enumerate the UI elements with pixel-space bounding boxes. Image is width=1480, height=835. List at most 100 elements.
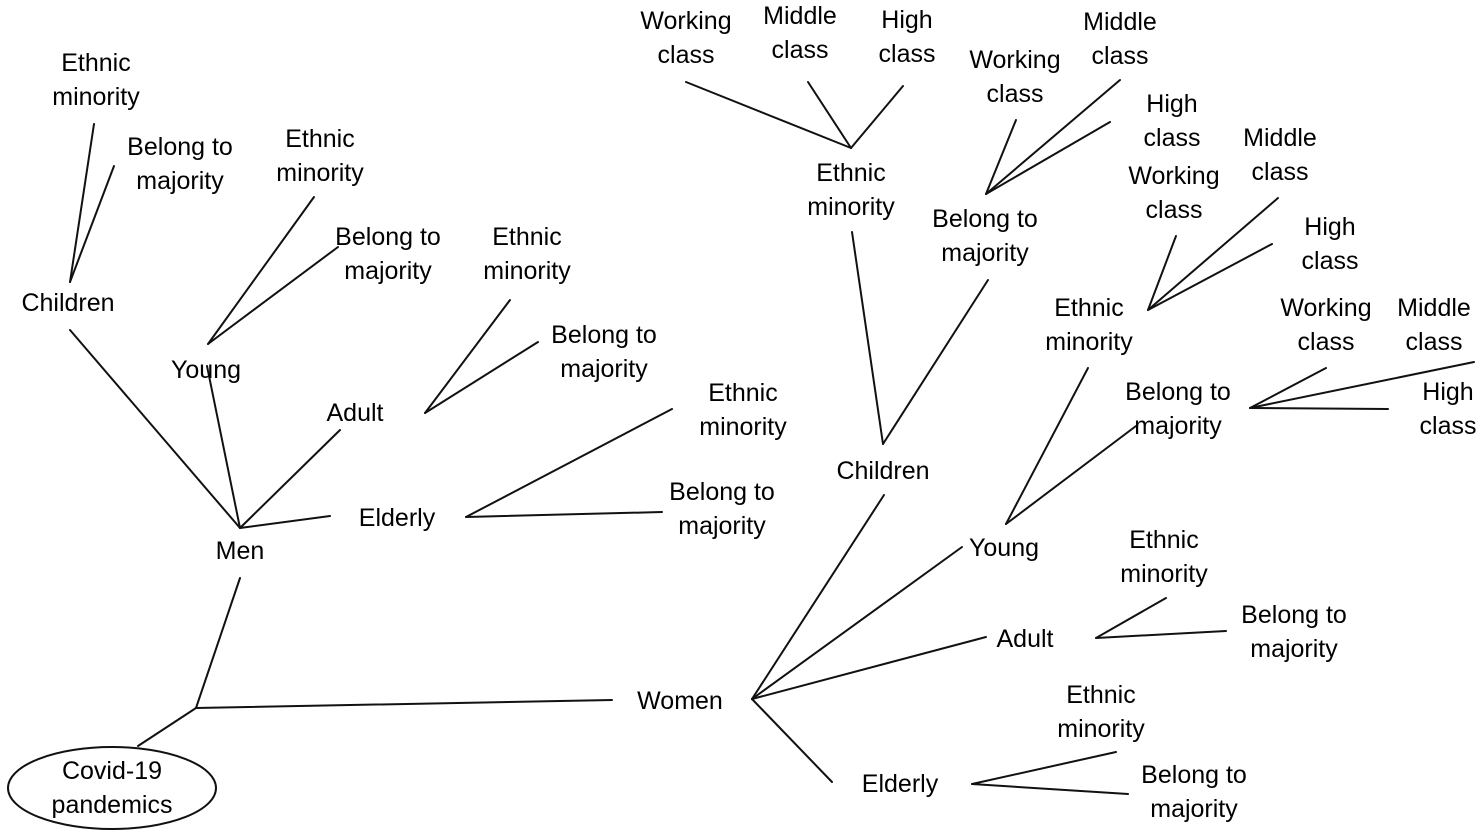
women-young-minority-high-node: High class: [1302, 210, 1359, 278]
men-adult-minority-line1: Ethnic: [492, 223, 562, 251]
women-elderly-majority-line1: Belong to: [1141, 761, 1247, 789]
wcm-middle-line2: class: [771, 36, 829, 64]
edge-men-children-majority: [69, 165, 115, 283]
edge-wym-working: [1147, 235, 1177, 311]
wym-middle-line2: class: [1251, 158, 1309, 186]
men-young-node: Young: [171, 356, 241, 384]
edge-women-adult: [751, 636, 987, 700]
men-adult-minority-node: Ethnic minority: [483, 220, 571, 288]
women-elderly-majority-line2: majority: [1150, 795, 1238, 823]
men-elderly-majority-line2: majority: [678, 512, 766, 540]
men-children-majority-line1: Belong to: [127, 133, 233, 161]
women-young-majority-working-node: Working class: [1280, 291, 1371, 359]
men-children-minority-line2: minority: [52, 83, 140, 111]
men-adult-majority-line1: Belong to: [551, 321, 657, 349]
edge-welderly-minority: [971, 751, 1117, 785]
edge-men-adult-minority: [424, 299, 511, 414]
wcj-high-line1: High: [1146, 90, 1198, 118]
edge-men-young-majority: [207, 246, 339, 345]
edge-men-adult-majority: [424, 341, 539, 414]
edge-wcj-high: [985, 121, 1111, 195]
men-elderly-majority-node: Belong to majority: [669, 475, 775, 543]
wym-high-line1: High: [1304, 213, 1356, 241]
wcj-high-line2: class: [1143, 124, 1201, 152]
wyj-working-line1: Working: [1280, 294, 1372, 322]
wcm-working-line1: Working: [640, 7, 732, 35]
men-young-minority-node: Ethnic minority: [276, 122, 364, 190]
men-children-minority-node: Ethnic minority: [52, 46, 140, 114]
women-adult-minority-line2: minority: [1120, 560, 1208, 588]
edge-wyj-working: [1249, 367, 1327, 409]
edge-wyoung-minority: [1005, 367, 1089, 525]
men-young-minority-line1: Ethnic: [285, 125, 355, 153]
edge-wchildren-minority: [851, 231, 884, 445]
women-children-minority-line1: Ethnic: [816, 159, 886, 187]
women-children-majority-working-node: Working class: [969, 43, 1060, 111]
men-young-majority-line1: Belong to: [335, 223, 441, 251]
wyj-high-line2: class: [1419, 412, 1477, 440]
men-adult-majority-line2: majority: [560, 355, 648, 383]
women-young-minority-node: Ethnic minority: [1045, 291, 1133, 359]
women-young-minority-line1: Ethnic: [1054, 294, 1124, 322]
women-children-majority-node: Belong to majority: [932, 202, 1038, 270]
women-elderly-minority-line1: Ethnic: [1066, 681, 1136, 709]
edge-men-young-minority: [207, 196, 315, 345]
women-children-majority-high-node: High class: [1144, 87, 1201, 155]
women-adult-minority-line1: Ethnic: [1129, 526, 1199, 554]
women-children-majority-line2: majority: [941, 239, 1029, 267]
men-young-minority-line2: minority: [276, 159, 364, 187]
women-children-node: Children: [836, 457, 930, 485]
edge-men-elderly: [239, 515, 331, 529]
edge-junction-men: [195, 577, 241, 709]
edge-wyj-high: [1249, 407, 1389, 410]
women-young-majority-high-node: High class: [1420, 375, 1477, 443]
wyj-working-line2: class: [1297, 328, 1355, 356]
women-young-node: Young: [969, 534, 1039, 562]
wcm-middle-line1: Middle: [763, 2, 837, 30]
edge-wcj-working: [985, 119, 1017, 195]
women-adult-majority-node: Belong to majority: [1241, 598, 1347, 666]
edge-wcm-high: [850, 85, 904, 149]
men-children-minority-line1: Ethnic: [61, 49, 131, 77]
edge-wym-middle: [1147, 197, 1279, 311]
women-children-minority-high-node: High class: [879, 3, 936, 71]
wym-middle-line1: Middle: [1243, 124, 1317, 152]
women-young-majority-line2: majority: [1134, 412, 1222, 440]
men-adult-node: Adult: [326, 399, 384, 427]
women-adult-node: Adult: [996, 625, 1054, 653]
women-adult-minority-node: Ethnic minority: [1120, 523, 1208, 591]
edge-women-young: [751, 546, 963, 700]
wym-working-line2: class: [1145, 196, 1203, 224]
women-young-minority-working-node: Working class: [1128, 159, 1219, 227]
women-young-majority-node: Belong to majority: [1125, 375, 1231, 443]
wcj-working-line1: Working: [969, 46, 1061, 74]
root-label-line1: Covid-19: [61, 757, 163, 785]
edge-wyoung-majority: [1005, 425, 1137, 525]
women-children-majority-middle-node: Middle class: [1083, 5, 1157, 73]
wcj-working-line2: class: [986, 80, 1044, 108]
women-children-minority-working-node: Working class: [640, 4, 731, 72]
edge-men-adult: [239, 429, 341, 529]
women-elderly-node: Elderly: [861, 770, 939, 798]
root-ellipse: [7, 746, 217, 830]
edge-men-children: [69, 329, 241, 529]
edge-wadult-majority: [1095, 630, 1227, 639]
men-young-majority-node: Belong to majority: [335, 220, 441, 288]
wcm-working-line2: class: [657, 41, 715, 69]
women-young-majority-line1: Belong to: [1125, 378, 1231, 406]
edge-root-junction: [137, 707, 197, 747]
wym-high-line2: class: [1301, 247, 1359, 275]
edge-wchildren-majority: [882, 279, 989, 445]
women-children-minority-middle-node: Middle class: [763, 0, 837, 67]
women-elderly-minority-node: Ethnic minority: [1057, 678, 1145, 746]
edge-wyj-middle: [1249, 361, 1475, 409]
edge-men-elderly-minority: [465, 408, 673, 518]
edge-wcm-working: [685, 81, 852, 149]
men-elderly-minority-node: Ethnic minority: [699, 376, 787, 444]
women-children-majority-line1: Belong to: [932, 205, 1038, 233]
women-young-minority-middle-node: Middle class: [1243, 121, 1317, 189]
edge-wadult-minority: [1095, 597, 1167, 639]
women-children-minority-node: Ethnic minority: [807, 156, 895, 224]
wym-working-line1: Working: [1128, 162, 1220, 190]
